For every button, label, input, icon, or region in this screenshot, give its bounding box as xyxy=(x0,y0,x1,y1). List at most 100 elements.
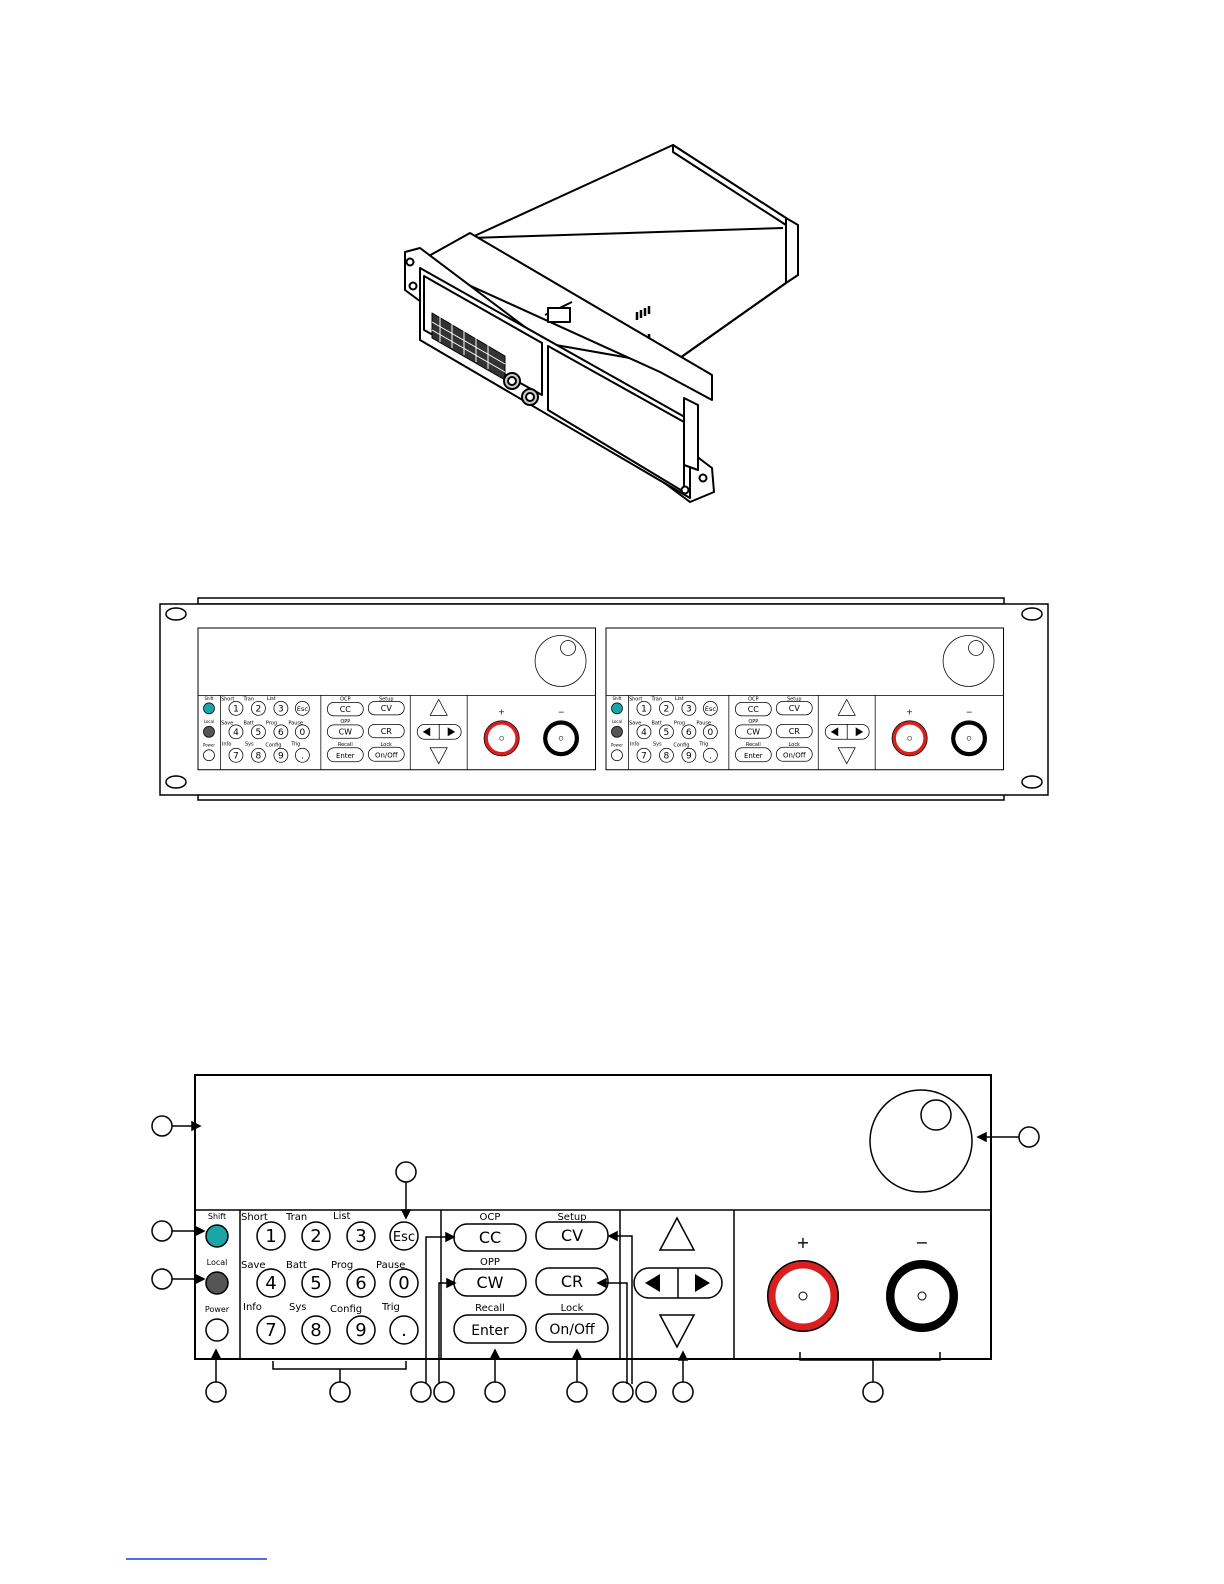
key-2-button[interactable] xyxy=(251,700,266,716)
onoff-button[interactable] xyxy=(535,1313,609,1343)
power-button[interactable] xyxy=(611,749,623,762)
key-0-button[interactable] xyxy=(389,1268,419,1298)
panel-frame xyxy=(605,627,1005,771)
negative-terminal[interactable] xyxy=(951,720,988,757)
shift-label: Shift xyxy=(204,696,213,701)
key-2-button[interactable] xyxy=(659,700,674,716)
cv-button[interactable] xyxy=(775,700,813,716)
key-5-button[interactable] xyxy=(301,1268,331,1298)
up-arrow-icon[interactable] xyxy=(658,1216,696,1251)
key-9-button[interactable] xyxy=(273,747,289,763)
cc-button[interactable] xyxy=(734,701,772,717)
key-6-button[interactable] xyxy=(681,724,697,740)
down-arrow-icon[interactable] xyxy=(429,747,448,765)
left-arrow-icon[interactable] xyxy=(645,1274,660,1292)
esc-button[interactable] xyxy=(389,1221,419,1251)
dot-button[interactable] xyxy=(703,747,718,763)
cr-button[interactable] xyxy=(775,723,813,739)
onoff-text: On/Off xyxy=(783,751,806,759)
right-arrow-icon[interactable] xyxy=(447,727,456,737)
pause-label: Pause xyxy=(288,720,303,726)
key-5-text: 5 xyxy=(310,1273,321,1294)
up-arrow-icon[interactable] xyxy=(429,698,448,716)
key-0-button[interactable] xyxy=(295,724,310,740)
cv-button[interactable] xyxy=(535,1221,609,1250)
power-button[interactable] xyxy=(205,1318,229,1342)
esc-button[interactable] xyxy=(703,700,718,716)
key-0-text: 0 xyxy=(300,728,306,738)
key-8-button[interactable] xyxy=(301,1315,331,1345)
cw-button[interactable] xyxy=(734,724,772,739)
key-0-text: 0 xyxy=(398,1273,409,1294)
key-6-button[interactable] xyxy=(273,724,289,740)
cv-button[interactable] xyxy=(367,700,405,716)
shift-button[interactable] xyxy=(205,1224,229,1248)
key-1-button[interactable] xyxy=(256,1221,286,1251)
key-4-button[interactable] xyxy=(636,724,652,740)
right-arrow-icon[interactable] xyxy=(855,727,864,737)
key-4-button[interactable] xyxy=(228,724,244,740)
dot-button[interactable] xyxy=(389,1315,419,1345)
key-9-button[interactable] xyxy=(346,1315,376,1345)
negative-terminal[interactable] xyxy=(543,720,580,757)
key-4-button[interactable] xyxy=(256,1268,286,1298)
key-8-button[interactable] xyxy=(251,747,266,763)
key-1-button[interactable] xyxy=(636,700,652,716)
key-7-button[interactable] xyxy=(256,1315,286,1345)
local-button[interactable] xyxy=(203,725,215,738)
enter-button[interactable] xyxy=(453,1314,527,1344)
positive-terminal[interactable] xyxy=(891,720,928,757)
cc-button[interactable] xyxy=(326,701,364,717)
cw-button[interactable] xyxy=(326,724,364,739)
key-4-text: 4 xyxy=(233,728,239,738)
dot-button[interactable] xyxy=(295,747,310,763)
key-5-button[interactable] xyxy=(251,724,266,740)
power-button[interactable] xyxy=(203,749,215,762)
right-arrow-icon[interactable] xyxy=(695,1274,710,1292)
minus-label: − xyxy=(915,1233,928,1252)
rotary-knob-icon[interactable] xyxy=(869,1089,973,1193)
key-7-button[interactable] xyxy=(228,747,244,763)
left-arrow-icon[interactable] xyxy=(422,727,431,737)
local-button[interactable] xyxy=(205,1271,229,1295)
local-button[interactable] xyxy=(611,725,623,738)
enter-text: Enter xyxy=(471,1323,509,1339)
onoff-button[interactable] xyxy=(367,746,405,762)
positive-terminal[interactable] xyxy=(483,720,520,757)
trig-label: Trig xyxy=(381,1302,400,1313)
callout-knob xyxy=(1018,1126,1040,1148)
enter-button[interactable] xyxy=(734,747,772,763)
short-label: Short xyxy=(629,696,642,702)
info-label: Info xyxy=(243,1302,262,1313)
esc-button[interactable] xyxy=(295,700,310,716)
key-6-button[interactable] xyxy=(346,1268,376,1298)
key-2-button[interactable] xyxy=(301,1221,331,1251)
setup-label: Setup xyxy=(557,1212,586,1223)
rotary-knob-icon[interactable] xyxy=(534,635,587,687)
rotary-knob-icon[interactable] xyxy=(942,635,995,687)
key-3-button[interactable] xyxy=(273,700,289,716)
key-7-button[interactable] xyxy=(636,747,652,763)
cc-text: CC xyxy=(340,705,352,714)
plus-label: + xyxy=(498,707,505,716)
shift-button[interactable] xyxy=(611,702,623,715)
key-1-button[interactable] xyxy=(228,700,244,716)
cr-button[interactable] xyxy=(535,1267,609,1296)
onoff-button[interactable] xyxy=(775,746,813,762)
key-3-button[interactable] xyxy=(346,1221,376,1251)
key-5-button[interactable] xyxy=(659,724,674,740)
down-arrow-icon[interactable] xyxy=(837,747,856,765)
key-0-button[interactable] xyxy=(703,724,718,740)
up-arrow-icon[interactable] xyxy=(837,698,856,716)
key-9-button[interactable] xyxy=(681,747,697,763)
left-arrow-icon[interactable] xyxy=(830,727,839,737)
key-3-button[interactable] xyxy=(681,700,697,716)
down-arrow-icon[interactable] xyxy=(658,1314,696,1349)
negative-terminal[interactable] xyxy=(886,1260,958,1332)
shift-button[interactable] xyxy=(203,702,215,715)
cw-text: CW xyxy=(747,727,761,736)
cr-button[interactable] xyxy=(367,723,405,739)
key-8-button[interactable] xyxy=(659,747,674,763)
enter-button[interactable] xyxy=(326,747,364,763)
positive-terminal[interactable] xyxy=(767,1260,839,1332)
